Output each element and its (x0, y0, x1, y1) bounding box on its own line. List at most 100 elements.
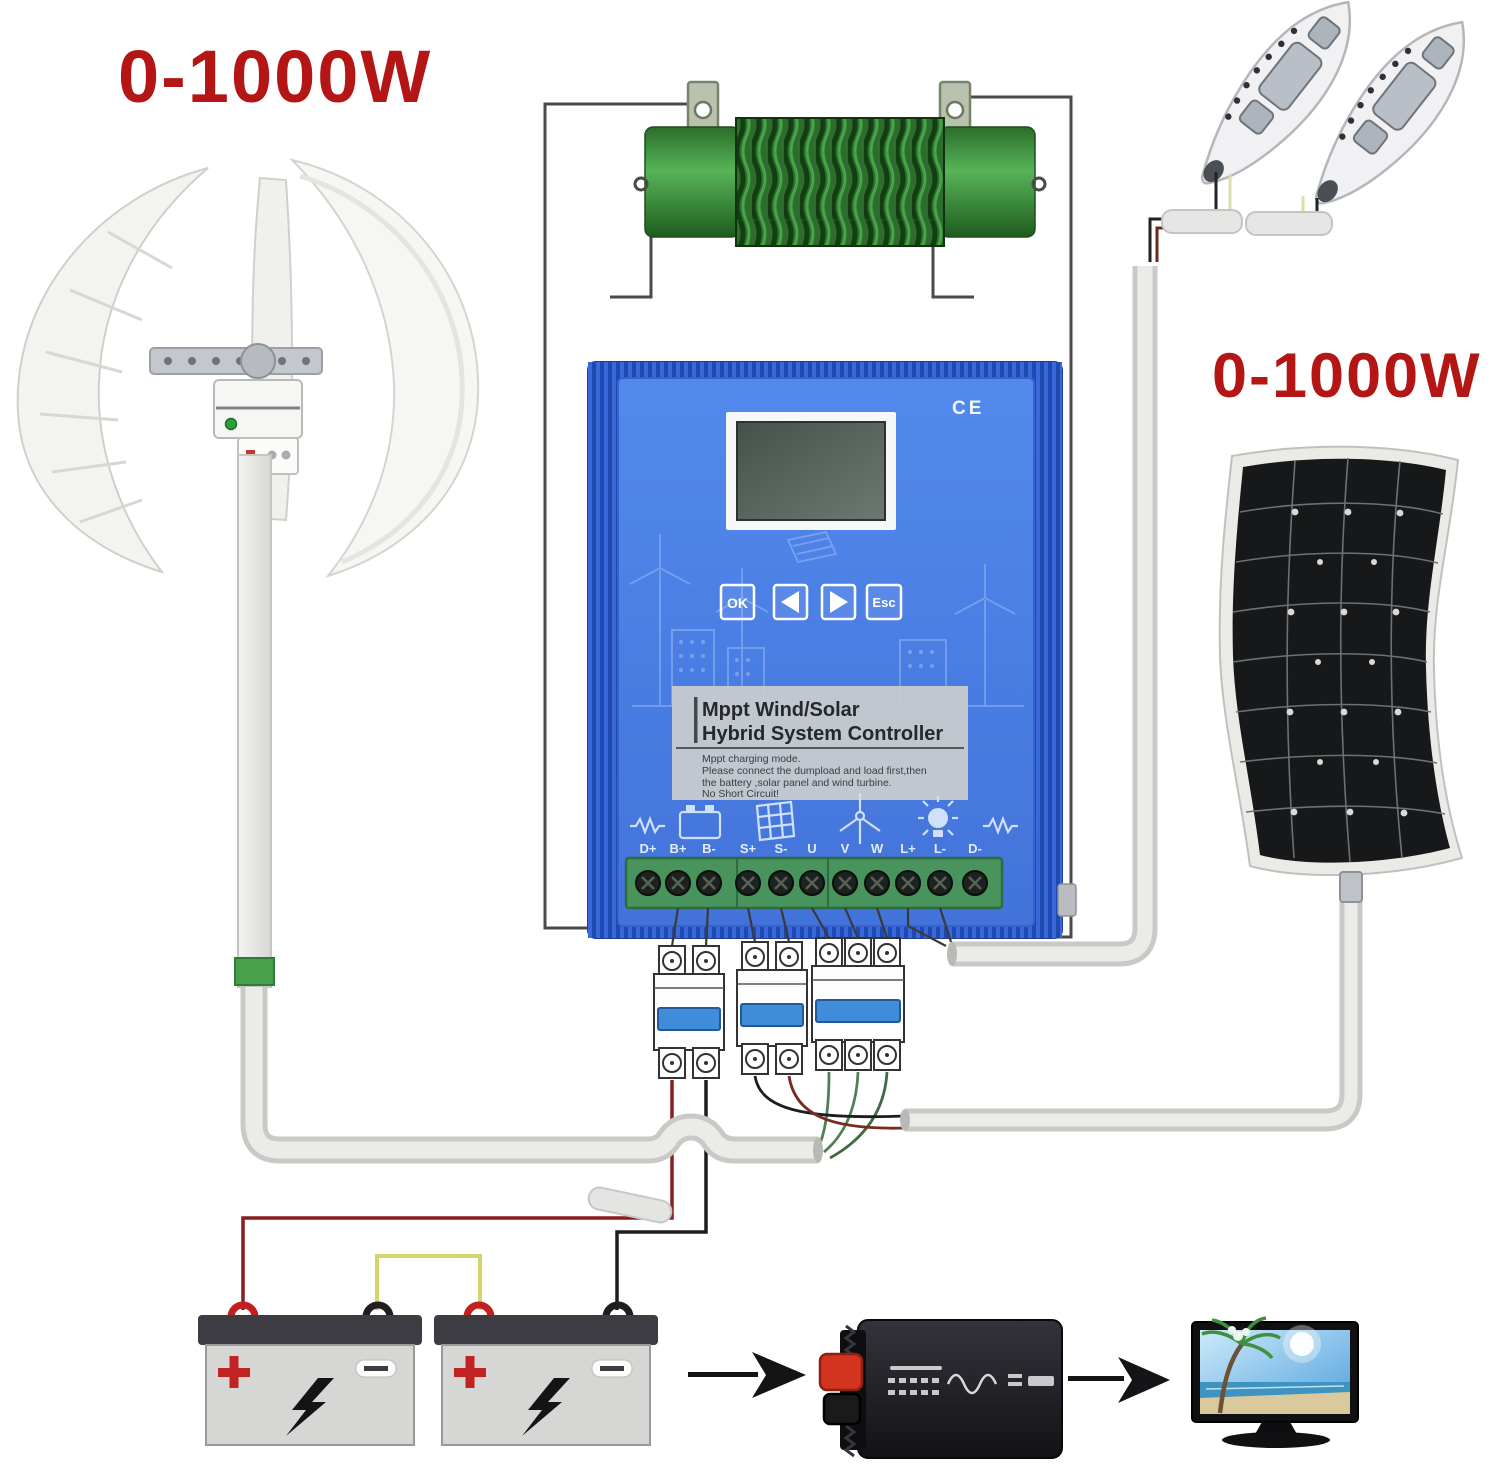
turbine-right-blade (288, 158, 480, 578)
label-title-line2: Hybrid System Controller (702, 723, 943, 745)
controller-buttons: OK Esc (719, 583, 903, 621)
dump-load-resistor (633, 80, 1047, 247)
turbine-hub-bolts (164, 357, 310, 365)
right-arrow-icon (830, 591, 848, 613)
tv-palm-trunk (1217, 1342, 1244, 1414)
turbine-right-blade-edge (299, 173, 465, 565)
wind-breaker (811, 937, 905, 1071)
lamp-feed-red (1155, 226, 1164, 262)
terminal-label-lplus: L+ (900, 841, 916, 856)
cables (240, 266, 1363, 1164)
battery-negative-wire (615, 1080, 708, 1310)
inverter (818, 1319, 1063, 1459)
label-desc-3: the battery ,solar panel and wind turbin… (702, 777, 892, 789)
breaker-handle (740, 1003, 804, 1027)
resistor-icon-2 (983, 815, 1018, 836)
inverter-body (857, 1319, 1063, 1459)
battery-series-link-wire (375, 1254, 482, 1310)
battery-breaker (653, 945, 725, 1079)
wind-phase-wire-w (829, 1071, 889, 1160)
turbine-cable-highlight (245, 987, 818, 1159)
terminal-label-dminus: D- (968, 841, 982, 856)
solar-cable-end (900, 1109, 910, 1131)
solar-power-rating-label: 0-1000W (1212, 341, 1482, 411)
tv-sun (1290, 1332, 1314, 1356)
battery-1 (198, 1301, 422, 1446)
turbine-hub-center (240, 343, 276, 379)
battery-2 (434, 1301, 658, 1446)
resistor-coil (735, 117, 945, 247)
resistor-eyelet-left (633, 176, 649, 192)
tv-screen (1200, 1316, 1350, 1414)
resistor-leg-left (610, 235, 653, 299)
terminal-screws (635, 870, 988, 896)
pole-green-band (234, 957, 275, 986)
resistor-tab-right-hole (945, 100, 965, 120)
lamp-connector-1 (1161, 209, 1243, 234)
turbine-pole (237, 454, 272, 988)
esc-button (865, 583, 903, 621)
solar-positive-wire (753, 1075, 906, 1119)
label-desc-1: Mppt charging mode. (702, 753, 801, 765)
tv-palm-leaves (1201, 1316, 1281, 1360)
battery2-lightning-icon (522, 1378, 570, 1436)
turbine-cable (240, 987, 818, 1164)
turbine-cable-end (813, 1137, 823, 1163)
control-box-dial-2 (281, 450, 291, 460)
lamp-icon (918, 796, 958, 837)
solar-breaker (736, 941, 808, 1075)
terminal-block (624, 856, 1004, 910)
inverter-positive-terminal (818, 1352, 864, 1392)
label-panel (672, 686, 968, 800)
resistor-icon (630, 815, 665, 836)
resistor-leg-right (931, 235, 974, 299)
lamp-cable-end (947, 942, 957, 966)
wind-turbine-icon (839, 793, 881, 844)
resistor-tab-left-hole (693, 100, 713, 120)
controller-heatsink-left (588, 362, 620, 938)
control-box-green-led (224, 417, 238, 431)
controller-label: Mppt Wind/Solar Hybrid System Controller… (672, 686, 968, 800)
street-lamp-cable-highlight (952, 266, 1153, 962)
battery2-top (434, 1315, 658, 1345)
resistor-eyelet-right (1031, 176, 1047, 192)
battery-bank (198, 1301, 658, 1446)
label-title-bar (694, 697, 698, 743)
controller-side-tab (1057, 883, 1077, 917)
wind-power-rating-label: 0-1000W (118, 35, 433, 118)
arrow-inverter-to-tv-shaft (1068, 1376, 1124, 1381)
terminal-label-sminus: S- (775, 841, 788, 856)
ce-mark: CE (952, 398, 984, 419)
wind-turbine (16, 158, 480, 988)
ok-button-label: OK (727, 595, 748, 611)
arrow-battery-to-inverter-shaft (688, 1372, 758, 1377)
solar-panel-icon (755, 800, 796, 842)
controller-heatsink-right (1030, 362, 1062, 938)
terminal-label-bplus: B+ (670, 841, 687, 856)
controller-heatsink-top (588, 362, 1062, 380)
arrow-inverter-to-tv-head (1118, 1357, 1170, 1403)
ok-button (719, 583, 756, 621)
flow-arrows (688, 1352, 1170, 1403)
tv-palm-blossom (1233, 1331, 1243, 1341)
solar-cable-highlight (905, 898, 1358, 1127)
lamp-feed-black (1148, 217, 1164, 262)
terminal-label-dplus: D+ (640, 841, 657, 856)
terminal-label-splus: S+ (740, 841, 757, 856)
terminal-label-lminus: L- (934, 841, 946, 856)
circuit-breakers (653, 937, 905, 1079)
lamp-connector-2 (1245, 211, 1333, 236)
battery-icon (678, 810, 722, 840)
mppt-controller: CE OK Esc Mppt Wind/Solar Hybrid System … (587, 361, 1077, 939)
terminal-hookup-wires (670, 907, 953, 947)
wind-phase-wire-v (823, 1071, 860, 1154)
esc-button-label: Esc (872, 595, 895, 610)
tv-stand-base (1222, 1432, 1330, 1448)
source-wiring (753, 1071, 906, 1160)
arrow-battery-to-inverter-head (752, 1352, 806, 1398)
wire-connector-sleeve (587, 1186, 673, 1224)
label-desc-4: No Short Circuit! (702, 788, 779, 800)
terminal-label-v: V (841, 841, 850, 856)
television (1191, 1316, 1359, 1448)
